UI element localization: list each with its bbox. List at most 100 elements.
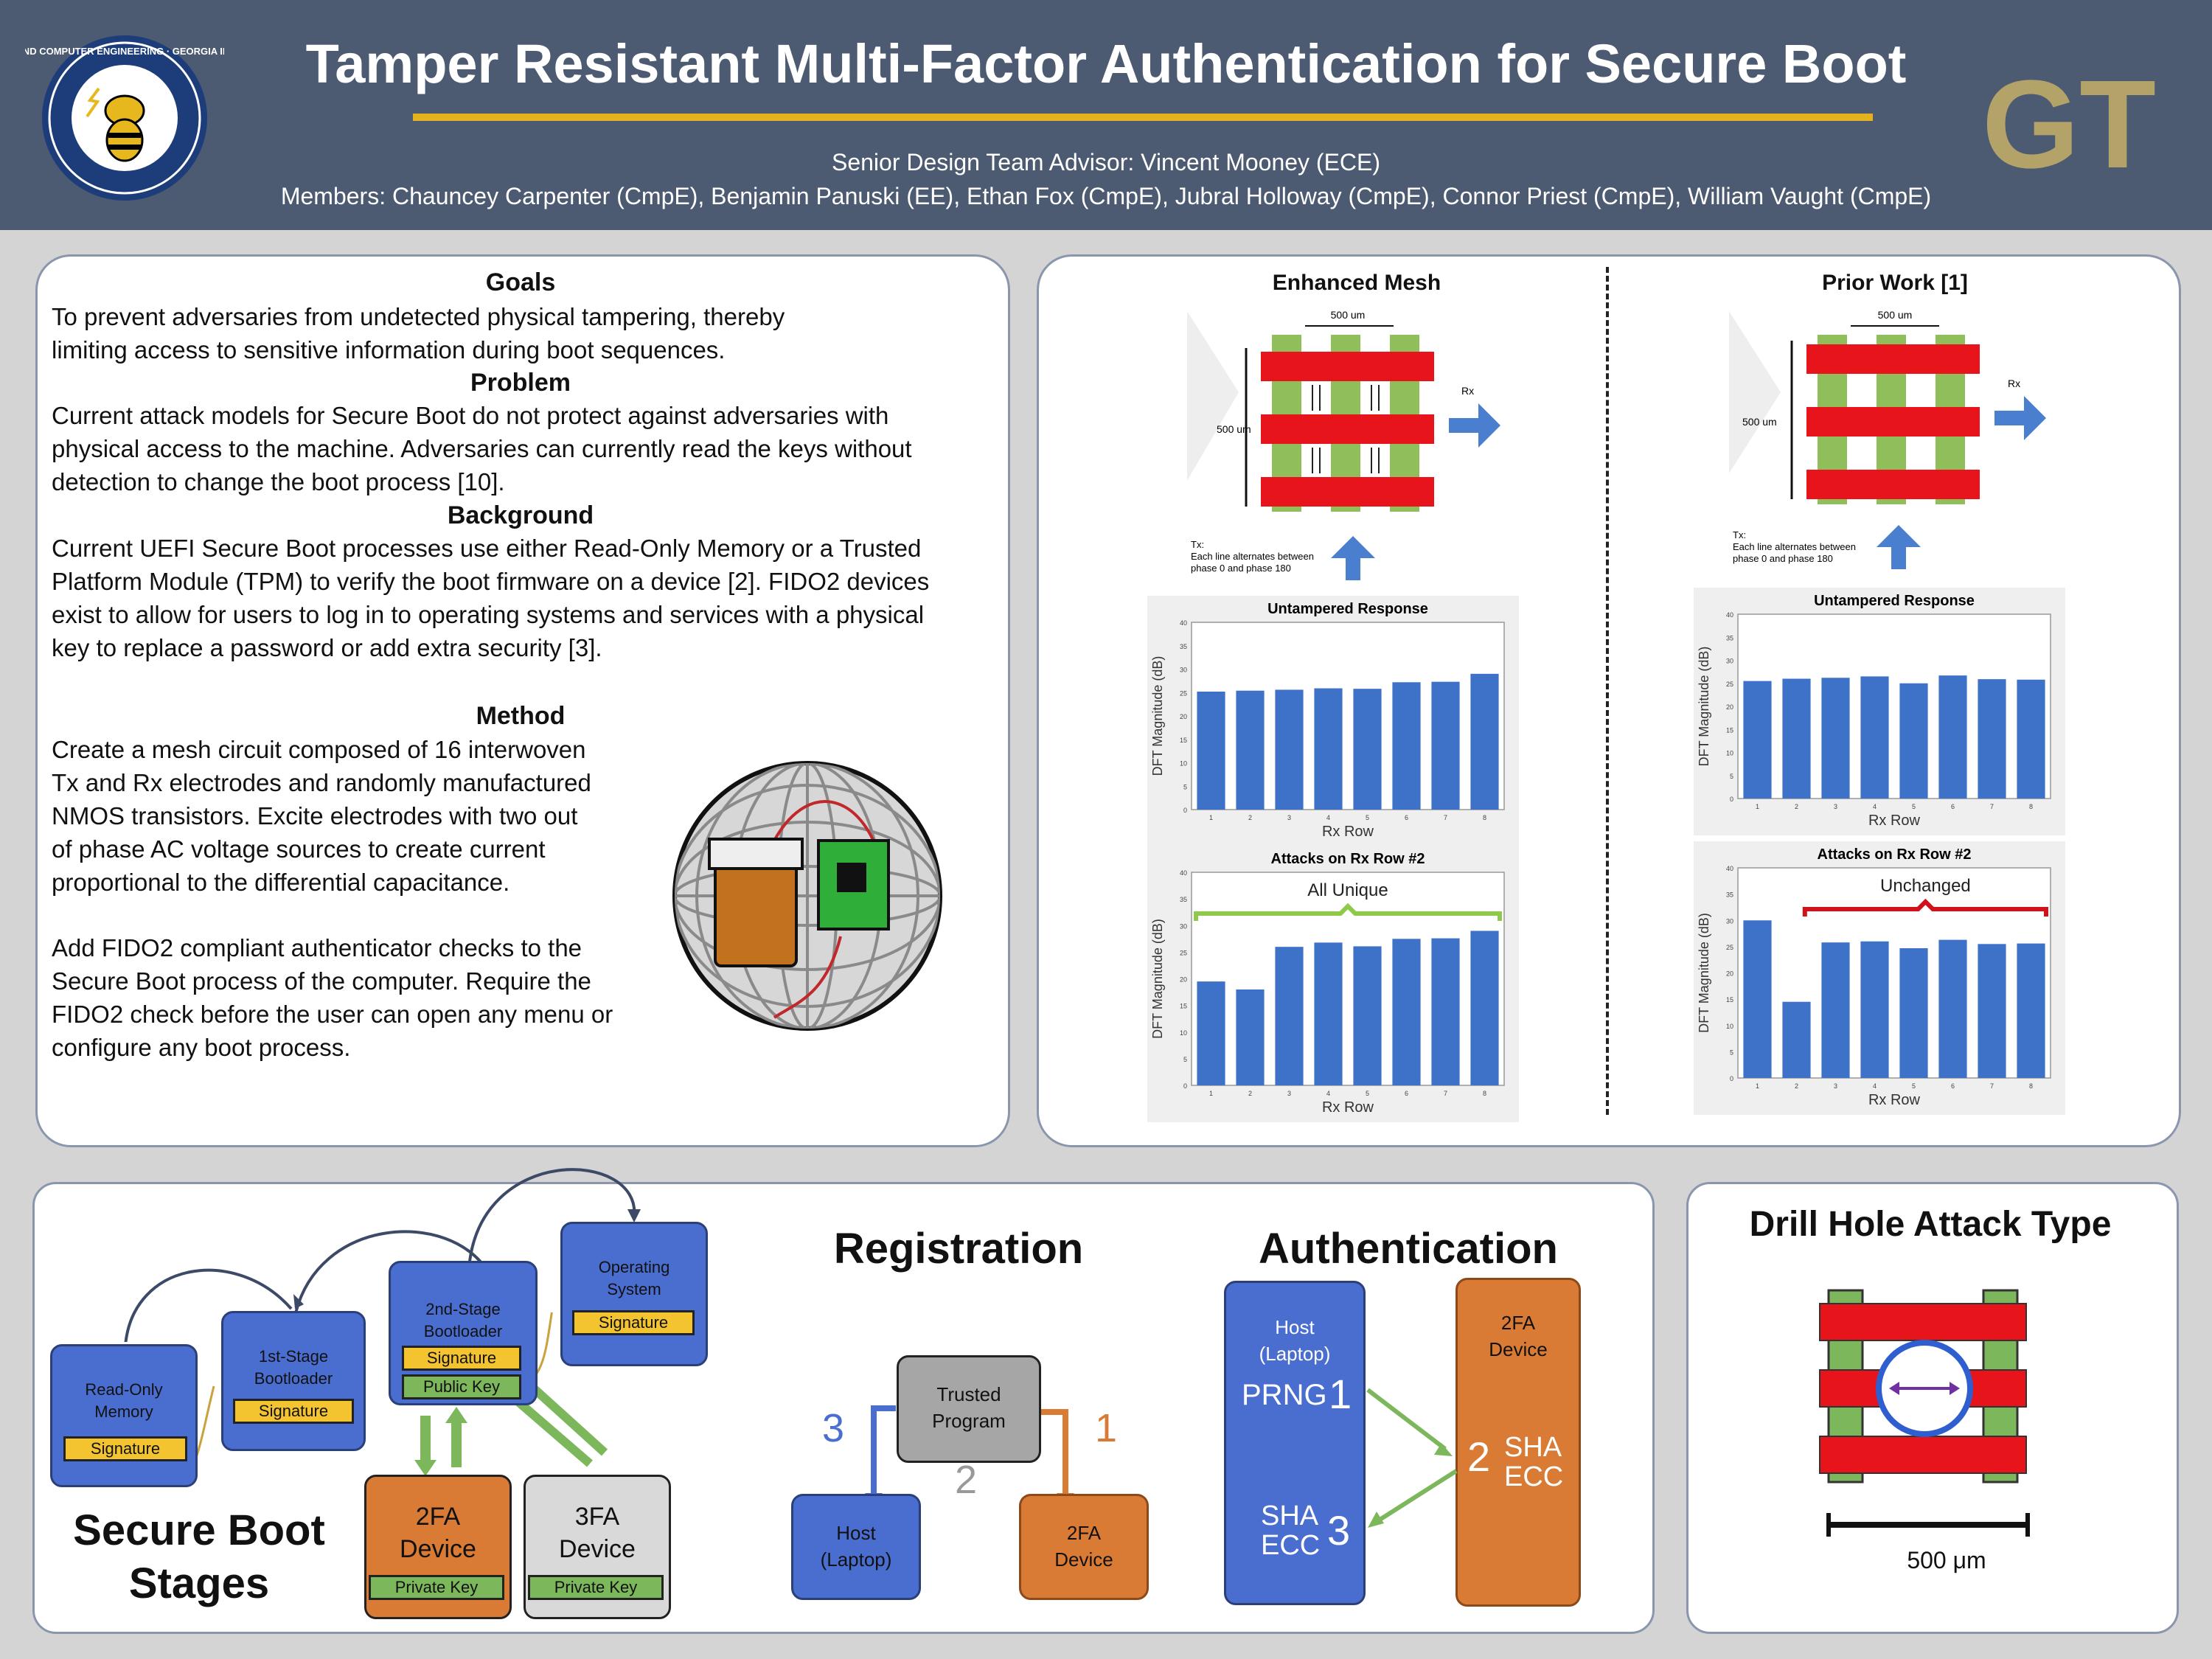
bar [1978,679,2006,799]
rx-electrode [1806,407,1980,437]
x-axis-label: Rx Row [1868,813,1921,829]
title-underline [413,114,1873,121]
problem-line: detection to change the boot process [10… [52,468,505,495]
poster-title: Tamper Resistant Multi-Factor Authentica… [305,33,1907,94]
y-axis-label: DFT Magnitude (dB) [1150,656,1165,776]
rx-electrode [1806,470,1980,499]
x-tick-label: 2 [1795,803,1798,810]
background-line: exist to allow for users to log in to op… [52,601,925,628]
registration-host-label: (Laptop) [820,1548,892,1571]
rx-label: Rx [2008,378,2020,389]
lightning-icon [86,87,100,118]
registration-host-label: Host [836,1522,876,1544]
y-tick-label: 5 [1183,1056,1187,1063]
usb-connector-icon [708,838,804,870]
bar [1431,681,1460,810]
y-tick-label: 15 [1726,996,1733,1004]
trusted-program-box: Trusted Program [897,1355,1041,1463]
bar [1743,681,1772,799]
bar [1978,944,2006,1078]
method-line: NMOS transistors. Excite electrodes with… [52,802,578,830]
bar [1899,683,1928,799]
auth-host-box: Host (Laptop) [1224,1281,1366,1605]
auth-step-2: 2 [1467,1433,1490,1480]
method-line: configure any boot process. [52,1034,351,1061]
bar [1314,942,1343,1085]
device-2fa-label: 2FA [415,1503,461,1531]
x-tick-label: 5 [1912,803,1916,810]
x-tick-label: 8 [2029,1082,2033,1090]
secure-boot-title-line: Secure Boot [73,1506,325,1554]
advisor-line: Senior Design Team Advisor: Vincent Moon… [831,149,1381,175]
authentication-flow: PRNG 1 SHA ECC 3 2 SHA ECC [1242,1371,1563,1561]
y-tick-label: 25 [1726,681,1733,688]
problem-heading: Problem [470,369,571,397]
bar [1821,678,1850,799]
x-tick-label: 7 [1990,803,1994,810]
chart-title: Attacks on Rx Row #2 [1271,851,1425,867]
secure-boot-title: Secure Boot Stages [52,1504,347,1610]
bar [1470,673,1499,810]
bar [1236,690,1265,810]
boot-flow-arrows [124,1168,641,1342]
rx-electrode [1261,477,1434,507]
method-line: Create a mesh circuit composed of 16 int… [52,736,586,763]
x-tick-label: 3 [1287,1090,1291,1097]
prior-mesh-diagram: 500 um 500 um Rx Tx: Each line alternate… [1729,309,2046,569]
registration-step-3: 3 [822,1406,844,1450]
ece-seal-logo: SCHOOL OF ELECTRICAL AND COMPUTER ENGINE… [25,35,224,201]
bar [1938,939,1967,1078]
seal-ring-line [48,41,201,195]
x-tick-label: 6 [1405,1090,1408,1097]
annotation-bracket [1194,902,1502,921]
bar [1392,939,1421,1085]
auth-sha-label-host: SHA [1261,1500,1319,1531]
stage1-box: 1st-Stage Bootloader [221,1311,366,1451]
method-line: proportional to the differential capacit… [52,869,510,896]
y-tick-label: 25 [1180,689,1187,697]
auth-step-1: 1 [1329,1371,1352,1417]
prior-work-title: Prior Work [1] [1822,271,1968,295]
bar [1860,941,1889,1078]
stage2-label: 2nd-Stage [425,1300,501,1318]
goals-line: To prevent adversaries from undetected p… [52,303,785,330]
x-tick-label: 4 [1873,803,1877,810]
rx-electrode [1819,1303,2027,1341]
x-tick-label: 1 [1756,803,1759,810]
tx-arrow-icon [1877,525,1921,569]
y-tick-label: 30 [1726,917,1733,925]
x-tick-label: 2 [1795,1082,1798,1090]
registration-host-box: Host (Laptop) [791,1494,921,1600]
auth-ecc-label-device: ECC [1504,1461,1563,1492]
device-3fa-label: Device [559,1535,636,1563]
tx-label: phase 0 and phase 180 [1733,553,1833,564]
y-tick-label: 40 [1726,611,1733,619]
stage1-label: Bootloader [254,1369,333,1388]
registration-step-2: 2 [955,1458,977,1502]
x-tick-label: 7 [1990,1082,1994,1090]
problem-line: Current attack models for Secure Boot do… [52,402,889,429]
y-tick-label: 15 [1180,1003,1187,1010]
y-tick-label: 5 [1183,783,1187,790]
y-axis-label: DFT Magnitude (dB) [1697,647,1711,767]
x-tick-label: 3 [1287,814,1291,821]
bar [1353,946,1382,1085]
bar [1197,691,1225,810]
drill-scale-label: 500 μm [1907,1547,1986,1573]
chart-title: Untampered Response [1814,593,1975,609]
bar [1392,682,1421,810]
x-tick-label: 3 [1834,1082,1837,1090]
os-label: System [607,1280,661,1298]
chart-annotation: Unchanged [1880,876,1971,896]
os-label: Operating [598,1258,670,1276]
x-tick-label: 8 [1483,1090,1486,1097]
registration-device-label: Device [1054,1548,1113,1571]
x-axis-label: Rx Row [1868,1092,1921,1108]
bar [1899,948,1928,1078]
background-line: Platform Module (TPM) to verify the boot… [52,568,930,595]
tx-label: Tx: [1733,529,1746,540]
y-tick-label: 0 [1730,1075,1733,1082]
drill-hole-diagram [1819,1289,2030,1537]
bar [1938,675,1967,799]
